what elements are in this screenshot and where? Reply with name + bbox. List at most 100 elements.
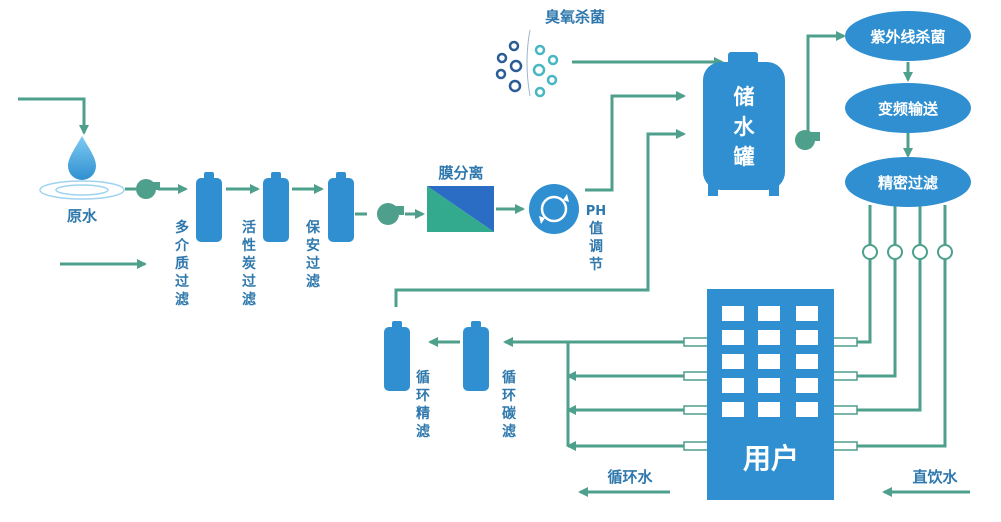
security-label-char: 滤: [306, 273, 320, 290]
supply-line-3: [852, 205, 922, 412]
supply-line-2: [852, 205, 897, 378]
ripple-inner: [55, 184, 109, 196]
window: [722, 330, 744, 345]
mmf-label-char: 质: [175, 255, 189, 272]
window: [796, 378, 818, 393]
security-label-char: 过: [306, 255, 320, 272]
cycle-arrow-icon: [539, 216, 545, 224]
circulation-fine-filter: [384, 321, 410, 391]
pump-2-icon: [377, 203, 404, 225]
circ-fine-label-char: 循: [416, 369, 430, 386]
tank-label-char: 储: [734, 85, 755, 109]
ph-to-tank-line: [585, 91, 686, 192]
vfp-label: 变频输送: [878, 100, 939, 118]
carbon-label: 活 性 炭 过 滤: [242, 219, 256, 308]
pipe-connector: [832, 371, 858, 381]
pipe-connector: [683, 337, 709, 347]
return-arrowheads: [566, 371, 576, 451]
activated-carbon-filter: [263, 172, 289, 242]
return-arrowhead: [566, 441, 576, 451]
tank-label-char: 罐: [733, 145, 755, 169]
security-label-char: 保: [305, 219, 321, 236]
window: [758, 378, 780, 393]
ph-label-char: 调: [589, 239, 603, 255]
mmf-label-char: 过: [175, 273, 189, 290]
return-arrowhead: [566, 405, 576, 415]
ph-label-char: 值: [589, 220, 603, 237]
circ-carbon-label-char: 循: [502, 369, 516, 386]
pipe-connector: [683, 405, 709, 415]
valve-rings: [862, 244, 953, 260]
window: [758, 306, 780, 321]
pipe-connector: [832, 441, 858, 451]
mmf-label-char: 介: [174, 237, 190, 254]
pipe-connector: [832, 337, 858, 347]
supply-line-4: [852, 205, 947, 448]
window: [758, 330, 780, 345]
security-filter: [328, 172, 354, 242]
ozone-unit: 臭氧杀菌: [495, 8, 605, 98]
cycle-icon: [540, 195, 568, 223]
membrane-label: 膜分离: [438, 164, 483, 182]
carbon-label-char: 性: [242, 237, 256, 254]
mmf-label-char: 滤: [175, 291, 189, 308]
circulation-fine-label: 循 环 精 滤: [416, 369, 430, 440]
circulation-carbon-filter: [463, 321, 489, 391]
user-label: 用户: [743, 442, 799, 475]
pump-1-icon: [136, 179, 160, 199]
cycle-arrow-icon: [563, 194, 569, 202]
pipe-connector: [832, 405, 858, 415]
window: [722, 378, 744, 393]
window: [722, 402, 744, 417]
supply-line-1: [852, 205, 872, 344]
window: [758, 402, 780, 417]
raw-water-node: 原水: [39, 136, 125, 225]
tank-label-char: 水: [734, 115, 756, 139]
valve-ring: [862, 244, 878, 260]
ozone-label: 臭氧杀菌: [545, 8, 605, 26]
security-label-char: 安: [306, 237, 320, 254]
ph-label-char: PH: [586, 204, 606, 219]
carbon-label-char: 滤: [242, 291, 256, 308]
return-arrowhead: [566, 371, 576, 381]
circulating-water-label: 循环水: [607, 468, 653, 486]
ph-label-char: 节: [589, 256, 603, 273]
membrane-bottom-half: [427, 186, 494, 232]
variable-frequency-pump-node: 变频输送: [845, 83, 971, 133]
carbon-label-char: 过: [242, 273, 256, 290]
window: [796, 306, 818, 321]
mmf-label-char: 多: [175, 219, 189, 236]
uv-label: 紫外线杀菌: [870, 28, 945, 46]
circulation-carbon-label: 循 环 碳 滤: [502, 369, 517, 440]
valve-ring: [912, 244, 928, 260]
window: [758, 354, 780, 369]
circ-carbon-label-char: 环: [502, 388, 516, 404]
uv-sterilization-node: 紫外线杀菌: [845, 11, 971, 61]
multi-media-filter: [196, 172, 222, 242]
ph-adjust-unit: PH 值 调 节: [529, 184, 606, 273]
circ-fine-label-char: 精: [416, 405, 430, 422]
pump-3-icon: [795, 130, 820, 150]
membrane-unit: 膜分离: [427, 164, 494, 232]
pipe-connector: [683, 441, 709, 451]
valve-ring: [887, 244, 903, 260]
carbon-label-char: 活: [242, 219, 256, 236]
tank-to-uv-line: [806, 31, 846, 140]
circ-fine-label-char: 滤: [416, 423, 430, 440]
water-drop-icon: [68, 136, 96, 180]
storage-tank: 储 水 罐: [703, 52, 785, 196]
circulation-return-line: [394, 129, 686, 307]
window: [722, 354, 744, 369]
mmf-label: 多 介 质 过 滤: [174, 219, 190, 308]
window: [796, 330, 818, 345]
raw-water-inlet-line: [18, 97, 89, 135]
raw-water-label: 原水: [67, 207, 98, 225]
valve-ring: [937, 244, 953, 260]
building-body: [707, 289, 834, 500]
building-windows: [722, 306, 818, 417]
ozone-divider: [526, 29, 531, 97]
ripple-outer: [39, 180, 125, 200]
window: [796, 354, 818, 369]
